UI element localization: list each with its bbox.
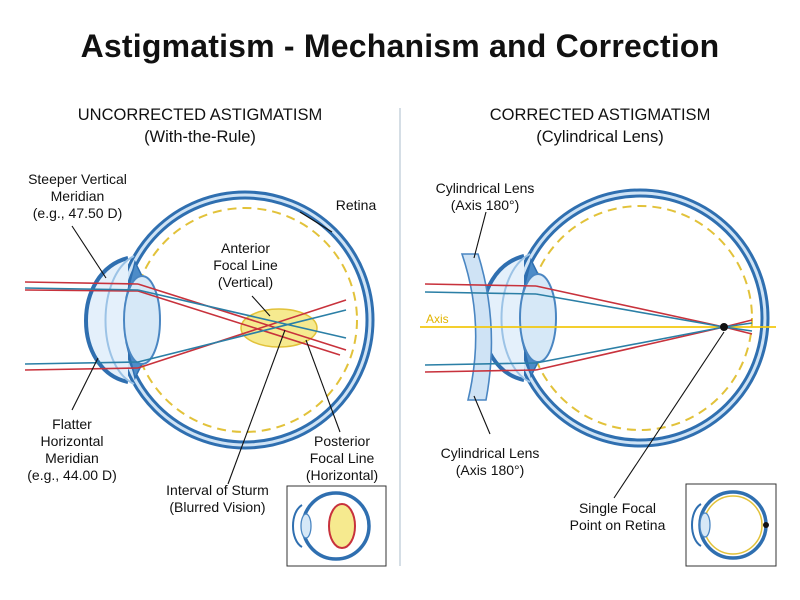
page-title: Astigmatism - Mechanism and Correction [80, 28, 720, 64]
label-line: (Axis 180°) [455, 462, 525, 478]
label-line: Meridian [45, 450, 99, 466]
label-retina: Retina [326, 197, 386, 214]
label-single-focal-point: Single Focal Point on Retina [560, 500, 675, 534]
label-line: Flatter [52, 416, 92, 432]
label-line: Interval of Sturm [166, 482, 269, 498]
right-red-rays [424, 283, 753, 373]
right-panel-header: CORRECTED ASTIGMATISM (Cylindrical Lens) [440, 104, 760, 148]
label-axis: Axis [426, 312, 449, 326]
right-inset [685, 483, 777, 567]
right-leader-lines [473, 211, 725, 499]
label-line: Meridian [50, 188, 105, 204]
label-steeper-vertical-meridian: Steeper Vertical Meridian (e.g., 47.50 D… [10, 171, 145, 222]
label-line: (Blurred Vision) [169, 499, 266, 515]
right-eye [420, 188, 776, 499]
label-line: (e.g., 47.50 D) [32, 205, 123, 221]
left-leader-lines [71, 211, 341, 485]
label-interval-of-sturm: Interval of Sturm (Blurred Vision) [150, 482, 285, 516]
label-line: Cylindrical Lens [440, 445, 540, 461]
label-line: (Axis 180°) [450, 197, 520, 213]
label-flatter-horizontal-meridian: Flatter Horizontal Meridian (e.g., 44.00… [12, 416, 132, 484]
label-line: (Vertical) [217, 274, 274, 290]
right-blue-rays [424, 291, 753, 366]
right-panel-heading: CORRECTED ASTIGMATISM [489, 106, 711, 124]
label-posterior-focal-line: Posterior Focal Line (Horizontal) [296, 433, 388, 484]
label-line: Cylindrical Lens [435, 180, 535, 196]
label-line: (Horizontal) [305, 467, 379, 483]
label-anterior-focal-line: Anterior Focal Line (Vertical) [198, 240, 293, 291]
left-panel-subheading: (With-the-Rule) [144, 128, 256, 146]
left-panel-header: UNCORRECTED ASTIGMATISM (With-the-Rule) [40, 104, 360, 148]
left-eye [24, 190, 375, 485]
label-line: Steeper Vertical [28, 171, 127, 187]
label-line: Focal Line [213, 257, 278, 273]
right-panel-subheading: (Cylindrical Lens) [536, 128, 664, 146]
left-blue-rays [24, 287, 347, 365]
left-panel-heading: UNCORRECTED ASTIGMATISM [77, 106, 323, 124]
label-line: Horizontal [40, 433, 104, 449]
label-cylindrical-lens-top: Cylindrical Lens (Axis 180°) [420, 180, 550, 214]
label-line: Focal Line [309, 450, 375, 466]
label-cylindrical-lens-bottom: Cylindrical Lens (Axis 180°) [420, 445, 560, 479]
single-focal-point [720, 323, 728, 331]
label-line: Anterior [220, 240, 271, 256]
label-line: (e.g., 44.00 D) [27, 467, 117, 483]
label-line: Single Focal [578, 500, 657, 516]
label-line: Posterior [313, 433, 371, 449]
label-line: Retina [335, 197, 377, 213]
label-line: Point on Retina [569, 517, 666, 533]
left-lens [123, 275, 161, 365]
left-inset [286, 485, 387, 567]
left-red-rays [24, 281, 347, 371]
